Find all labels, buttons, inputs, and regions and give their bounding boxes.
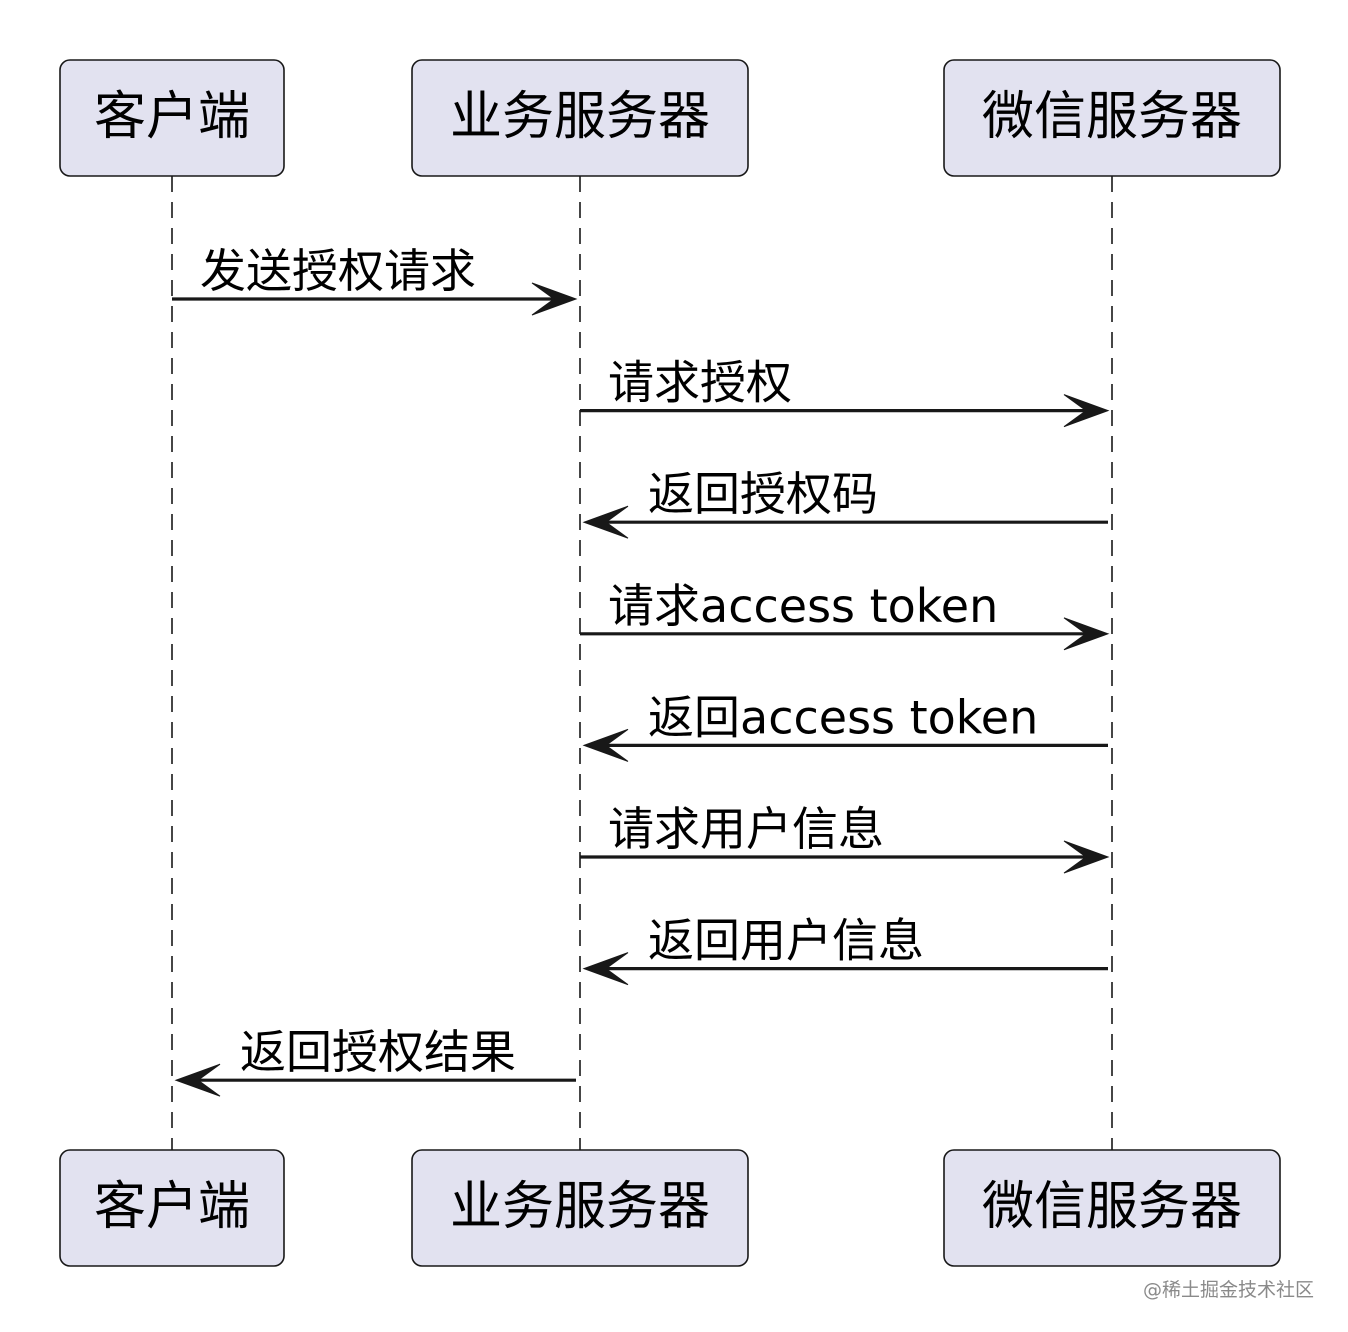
participant-label: 客户端 <box>94 87 250 147</box>
participant-wechat-bottom: 微信服务器 <box>943 1149 1281 1267</box>
message-arrow-head <box>1063 617 1110 651</box>
message-arrow-head <box>174 1063 221 1097</box>
participant-box <box>411 1149 749 1267</box>
participant-client-bottom: 客户端 <box>59 1149 285 1267</box>
message-label: 返回授权结果 <box>240 1025 516 1079</box>
message-8: 返回授权结果 <box>174 1025 576 1097</box>
participant-label: 微信服务器 <box>982 87 1242 147</box>
lifelines <box>171 176 1113 1150</box>
participant-box <box>943 59 1281 177</box>
message-label: 请求access token <box>608 579 998 633</box>
message-1: 发送授权请求 <box>172 244 578 316</box>
participant-biz-bottom: 业务服务器 <box>411 1149 749 1267</box>
message-arrow-head <box>531 282 578 316</box>
message-7: 返回用户信息 <box>582 914 1108 986</box>
message-5: 返回access token <box>582 690 1108 762</box>
message-2: 请求授权 <box>580 356 1110 428</box>
message-arrow-head <box>582 728 629 762</box>
participant-label: 微信服务器 <box>982 1177 1242 1237</box>
participant-client-top: 客户端 <box>59 59 285 177</box>
message-arrow-head <box>582 952 629 986</box>
message-label: 发送授权请求 <box>200 244 476 298</box>
message-arrow-head <box>1063 394 1110 428</box>
participant-label: 业务服务器 <box>450 87 710 147</box>
message-label: 返回用户信息 <box>648 914 924 968</box>
participant-label: 业务服务器 <box>450 1177 710 1237</box>
watermark: @稀土掘金技术社区 <box>1142 1279 1314 1301</box>
message-3: 返回授权码 <box>582 467 1108 539</box>
participant-biz-top: 业务服务器 <box>411 59 749 177</box>
message-6: 请求用户信息 <box>580 802 1110 874</box>
message-arrow-head <box>1063 840 1110 874</box>
message-label: 返回access token <box>648 690 1038 744</box>
participant-box <box>411 59 749 177</box>
message-label: 返回授权码 <box>648 467 878 521</box>
message-label: 请求用户信息 <box>608 802 884 856</box>
message-4: 请求access token <box>580 579 1110 651</box>
participant-box <box>59 1149 285 1267</box>
participant-label: 客户端 <box>94 1177 250 1237</box>
participants-top: 客户端 业务服务器 微信服务器 <box>59 59 1281 177</box>
participants-bottom: 客户端 业务服务器 微信服务器 <box>59 1149 1281 1267</box>
participant-box <box>943 1149 1281 1267</box>
message-label: 请求授权 <box>608 356 792 410</box>
message-arrow-head <box>582 505 629 539</box>
participant-box <box>59 59 285 177</box>
participant-wechat-top: 微信服务器 <box>943 59 1281 177</box>
